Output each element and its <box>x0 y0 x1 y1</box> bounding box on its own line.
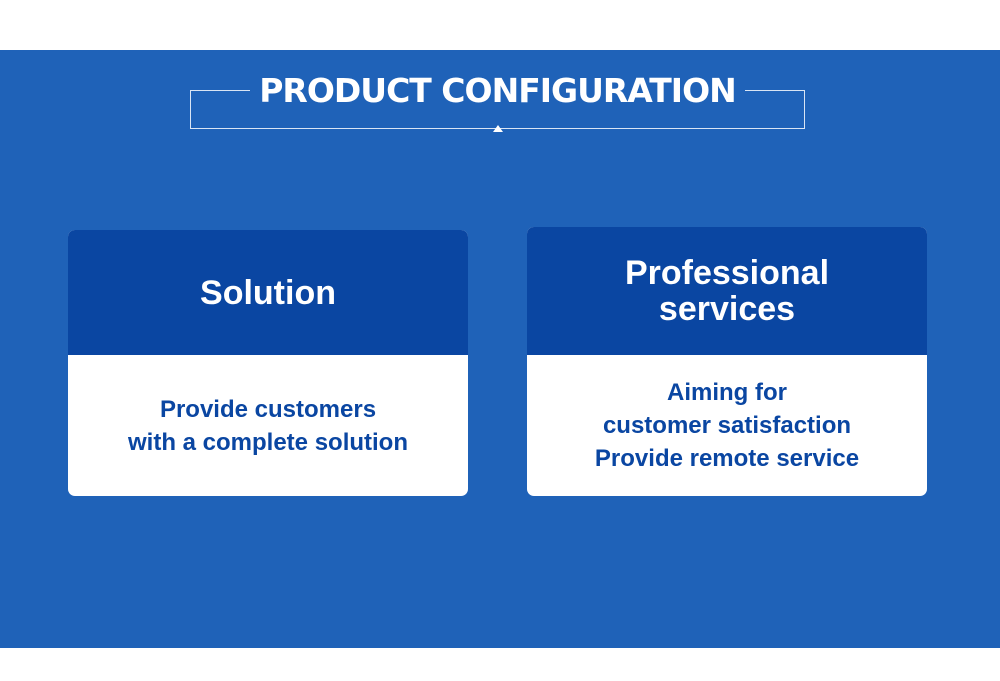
solution-card-body: Provide customers with a complete soluti… <box>68 355 468 496</box>
heading-frame-top-right-line <box>745 90 804 91</box>
professional-services-card-description: Aiming for customer satisfaction Provide… <box>594 379 860 472</box>
solution-card: Solution Provide customers with a comple… <box>68 230 468 496</box>
solution-card-header: Solution <box>68 230 468 355</box>
solution-card-title: Solution <box>200 273 336 312</box>
section-title: PRODUCT CONFIGURATION <box>259 71 737 110</box>
triangle-up-icon <box>493 125 503 132</box>
professional-services-card: Professional services Aiming for custome… <box>527 227 927 496</box>
professional-services-card-title: Professional services <box>624 254 830 328</box>
professional-services-card-header: Professional services <box>527 227 927 355</box>
solution-card-description: Provide customers with a complete soluti… <box>127 395 409 456</box>
professional-services-card-body: Aiming for customer satisfaction Provide… <box>527 355 927 496</box>
heading-frame-top-left-line <box>190 90 250 91</box>
